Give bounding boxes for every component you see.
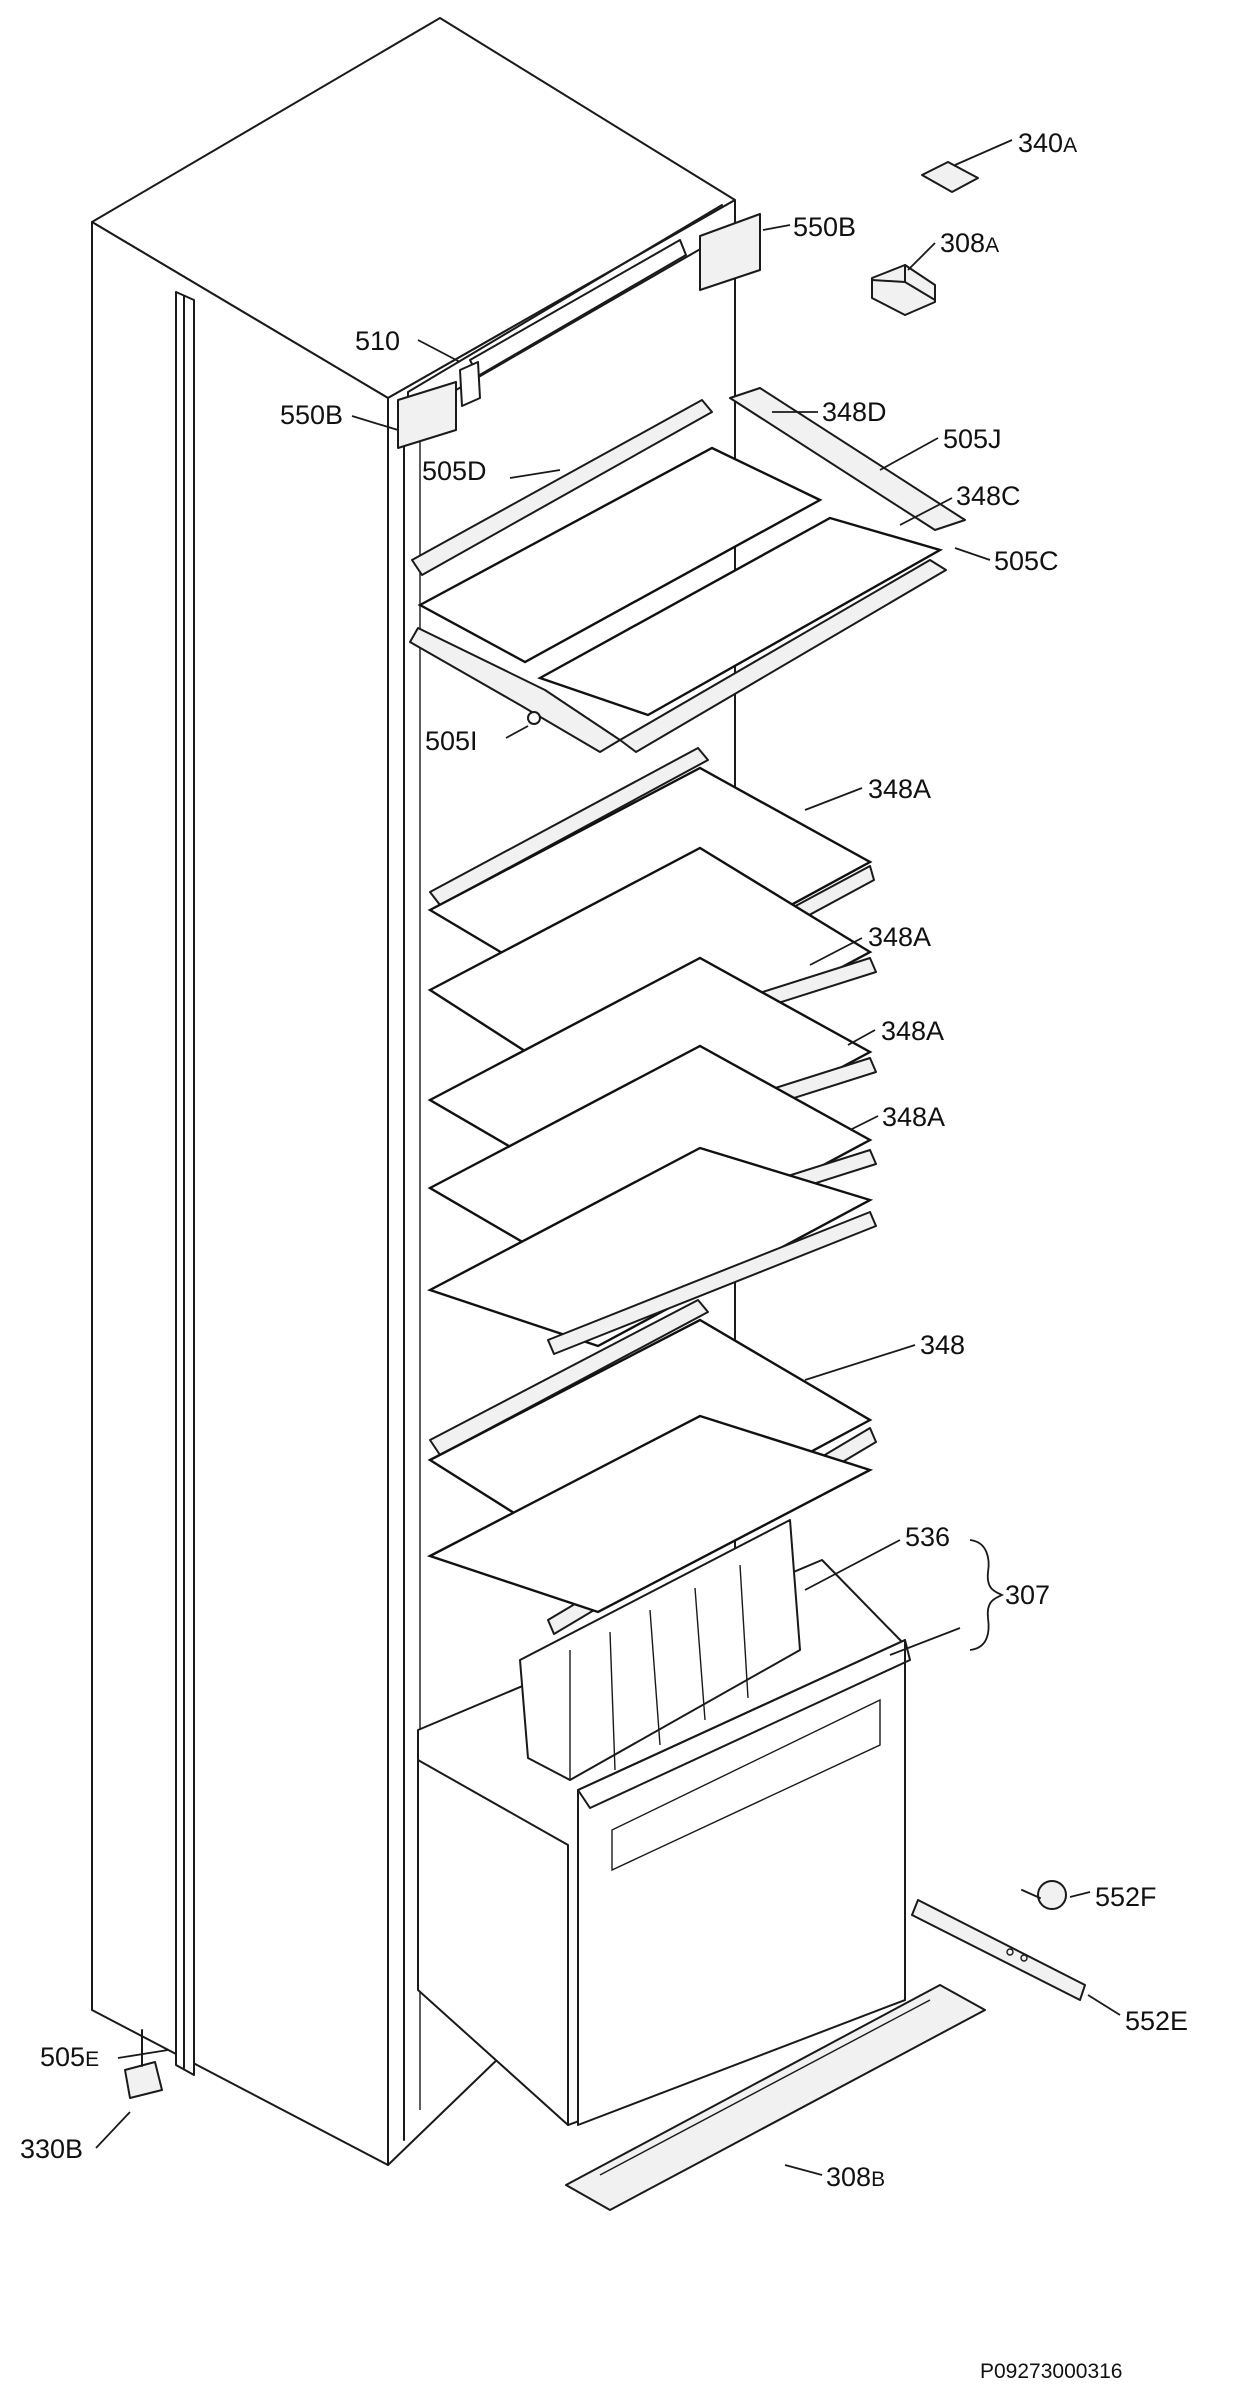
label-348a-4: 348A (882, 1102, 945, 1132)
label-505e: 505E (40, 2042, 99, 2072)
label-348a-3: 348A (881, 1016, 944, 1046)
label-308a: 308A (940, 228, 999, 258)
label-330b: 330B (20, 2134, 83, 2164)
label-505c: 505C (994, 546, 1059, 576)
hinge-cover-550b (397, 213, 761, 449)
label-510: 510 (355, 326, 400, 356)
label-536: 536 (905, 1522, 950, 1552)
label-505i: 505I (425, 726, 478, 756)
label-308b: 308B (826, 2162, 885, 2192)
label-550b-left: 550B (280, 400, 343, 430)
label-505d: 505D (422, 456, 487, 486)
label-505j: 505J (943, 424, 1002, 454)
label-348a-2: 348A (868, 922, 931, 952)
drawing-code: P09273000316 (980, 2360, 1122, 2383)
label-348d: 348D (822, 397, 887, 427)
rail-552e (911, 1899, 1086, 2001)
part-308a (871, 264, 936, 316)
label-552f: 552F (1095, 1882, 1157, 1912)
shelf-348 (426, 1299, 877, 1635)
label-307: 307 (1005, 1580, 1050, 1610)
plinth-308b (565, 1984, 986, 2211)
label-348: 348 (920, 1330, 965, 1360)
label-348c: 348C (956, 481, 1021, 511)
label-552e: 552E (1125, 2006, 1188, 2036)
label-550b-top: 550B (793, 212, 856, 242)
leader-lines (95, 139, 1121, 2176)
crisper-drawer-307 (417, 1519, 911, 2126)
part-340a (921, 161, 979, 193)
top-split-shelf (409, 387, 966, 753)
label-348a-1: 348A (868, 774, 931, 804)
part-labels: 340A 550B 308A 510 550B 348D 505J 505D 3… (20, 128, 1188, 2383)
label-340a: 340A (1018, 128, 1077, 158)
shelf-348a-5 (426, 1146, 877, 1355)
part-552f (1021, 1880, 1067, 1910)
foot-330b (124, 2029, 163, 2099)
